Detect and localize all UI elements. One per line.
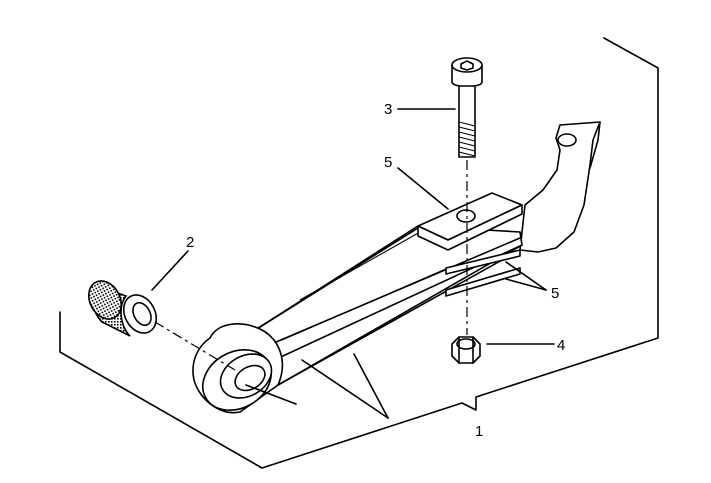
- leader-lines: [151, 108, 555, 419]
- plate-hole: [456, 209, 476, 223]
- eye-bushing: [192, 323, 297, 414]
- callout-5-lower: 5: [551, 285, 559, 302]
- leader-5-lower-a: [505, 261, 547, 291]
- mounting-bracket: [519, 121, 601, 253]
- knurled-bushing: [87, 280, 158, 337]
- callout-5-upper: 5: [384, 154, 392, 171]
- leader-5-upper: [397, 167, 449, 210]
- leader-1-a: [353, 353, 389, 419]
- bracket-hole: [557, 133, 577, 147]
- assembly-border: [59, 37, 659, 469]
- callout-4: 4: [557, 337, 565, 354]
- torque-rod-arm: [251, 225, 523, 386]
- leader-2: [151, 250, 189, 291]
- callout-3: 3: [384, 101, 392, 118]
- bolt: [451, 57, 483, 158]
- bushing-centerline: [154, 321, 236, 371]
- shim-stack: [445, 249, 521, 297]
- leader-5-lower-b: [505, 278, 547, 291]
- callout-2: 2: [186, 234, 194, 251]
- leader-1-b: [301, 359, 389, 419]
- nut: [451, 336, 481, 364]
- callout-1: 1: [475, 423, 483, 440]
